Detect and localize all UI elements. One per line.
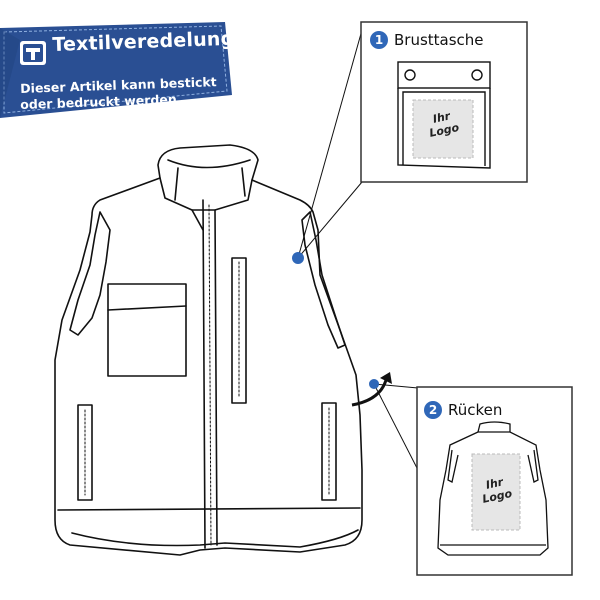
banner-background xyxy=(0,22,232,118)
marker-dot-chest xyxy=(292,252,304,264)
logo-area-chest xyxy=(412,99,474,159)
t-logo-icon xyxy=(20,41,46,65)
callout-label-chest: Brusttasche xyxy=(394,31,484,49)
rotate-arrow-icon xyxy=(351,379,388,407)
vest-placket xyxy=(202,199,206,549)
callout-line-2 xyxy=(373,383,419,389)
marker-dot-back xyxy=(369,379,379,389)
chest-pocket xyxy=(107,283,187,377)
callout-number-1: 1 xyxy=(370,31,388,49)
callout-label-back: Rücken xyxy=(448,401,503,419)
callout-number-2: 2 xyxy=(424,401,442,419)
chest-pocket-detail xyxy=(397,61,491,169)
vest-body-outline xyxy=(54,177,363,556)
logo-area-back xyxy=(471,453,521,531)
vest-collar xyxy=(157,144,259,211)
callout-line-1 xyxy=(297,29,363,259)
